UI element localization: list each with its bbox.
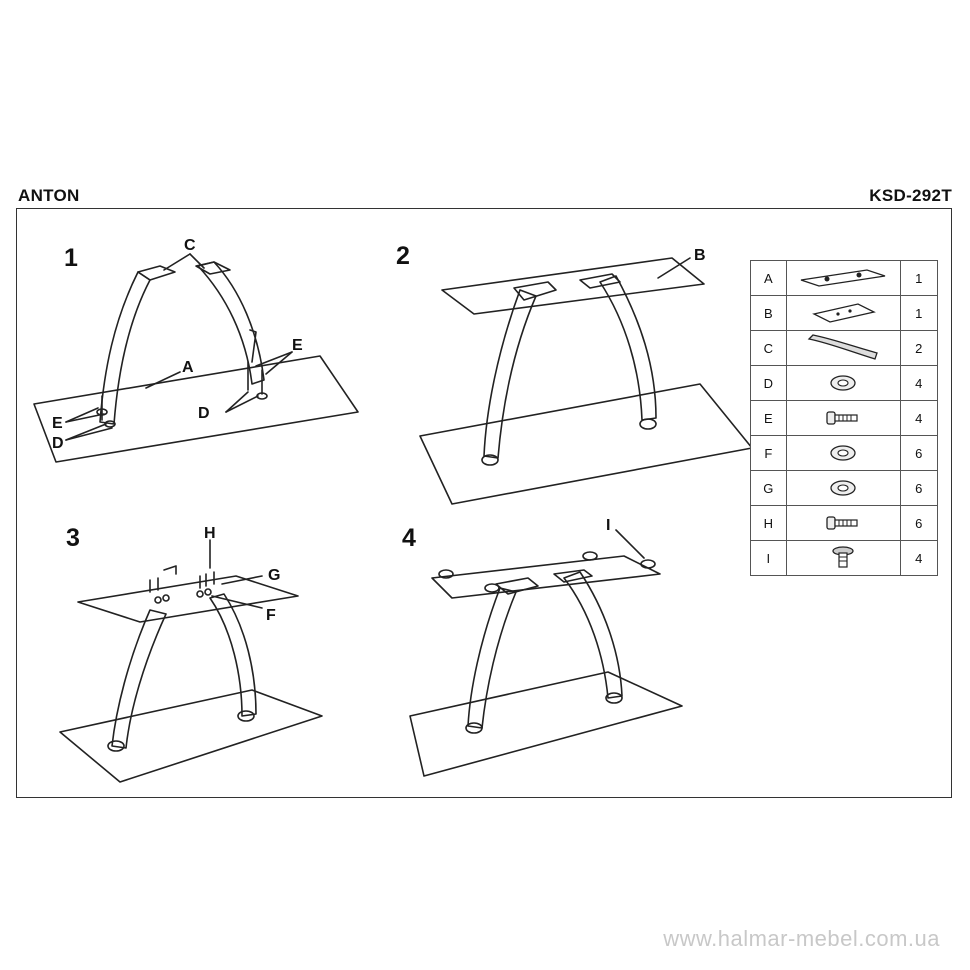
model-code: KSD-292T — [869, 186, 952, 205]
step-1-left-leg — [99, 271, 151, 425]
step-1-allen-key — [249, 329, 257, 363]
label-g: G — [268, 567, 280, 584]
part-quantity: 6 — [899, 470, 939, 506]
part-quantity: 6 — [899, 505, 939, 541]
label-h: H — [204, 525, 216, 542]
step-1-left-leg-top — [137, 265, 176, 281]
step-3-glass-top — [77, 575, 299, 623]
part-quantity: 4 — [899, 400, 939, 436]
label-e-right: E — [292, 337, 303, 354]
part-code: F — [750, 435, 787, 471]
label-e-left: E — [52, 415, 63, 432]
step-1-illustration — [33, 253, 359, 463]
part-code: E — [750, 400, 787, 436]
washer-icon — [785, 365, 901, 401]
part-quantity: 4 — [899, 365, 939, 401]
bolt-icon — [785, 505, 901, 541]
step-3-illustration — [59, 539, 323, 783]
part-code: D — [750, 365, 787, 401]
part-code: H — [750, 505, 787, 541]
washer-icon — [785, 435, 901, 471]
step-3-right-leg — [209, 593, 257, 717]
step-2-glass-top — [441, 257, 705, 315]
step-4-illustration — [409, 529, 683, 777]
label-b: B — [694, 247, 706, 264]
step-2-illustration — [419, 257, 753, 505]
label-d-left: D — [52, 435, 64, 452]
step-2-left-leg — [483, 289, 537, 459]
step-3-number: 3 — [66, 524, 80, 552]
label-d-right: D — [198, 405, 210, 422]
part-code: B — [750, 295, 787, 331]
instruction-sheet — [16, 208, 952, 798]
part-quantity: 1 — [899, 295, 939, 331]
step-2-right-leg — [599, 275, 657, 421]
label-a: A — [182, 359, 194, 376]
step-4-number: 4 — [402, 524, 416, 552]
step-3-allen-key — [163, 565, 177, 575]
glass-pad-icon — [582, 551, 598, 561]
curved-leg-icon — [785, 330, 901, 366]
label-f: F — [266, 607, 276, 624]
washer-icon — [785, 470, 901, 506]
part-code: A — [750, 260, 787, 296]
step-2-number: 2 — [396, 242, 410, 270]
step-3-left-leg — [111, 609, 167, 749]
bolt-icon — [785, 400, 901, 436]
step-1-base-plate — [33, 355, 359, 463]
top-bracket-icon — [785, 295, 901, 331]
step-1-right-leg — [197, 261, 265, 385]
base-plate-icon — [785, 260, 901, 296]
part-quantity: 2 — [899, 330, 939, 366]
glass-pad-icon — [640, 559, 656, 569]
step-4-glass-top — [431, 555, 661, 599]
part-quantity: 1 — [899, 260, 939, 296]
step-1-number: 1 — [64, 244, 78, 272]
glass-pad-icon — [484, 583, 500, 593]
label-c: C — [184, 237, 196, 254]
part-code: C — [750, 330, 787, 366]
step-1-right-leg-top — [195, 261, 231, 275]
step-4-floor-plate — [409, 671, 683, 777]
part-code: G — [750, 470, 787, 506]
part-quantity: 6 — [899, 435, 939, 471]
model-name: ANTON — [18, 186, 80, 205]
step-2-floor-plate — [419, 383, 753, 505]
part-quantity: 4 — [899, 540, 939, 576]
step-4-left-leg — [467, 587, 517, 729]
part-code: I — [750, 540, 787, 576]
glass-pad-icon — [438, 569, 454, 579]
glass-pad-icon — [785, 540, 901, 576]
watermark: www.halmar-mebel.com.ua — [663, 926, 940, 951]
step-3-floor-plate — [59, 689, 323, 783]
label-i: I — [606, 517, 610, 534]
